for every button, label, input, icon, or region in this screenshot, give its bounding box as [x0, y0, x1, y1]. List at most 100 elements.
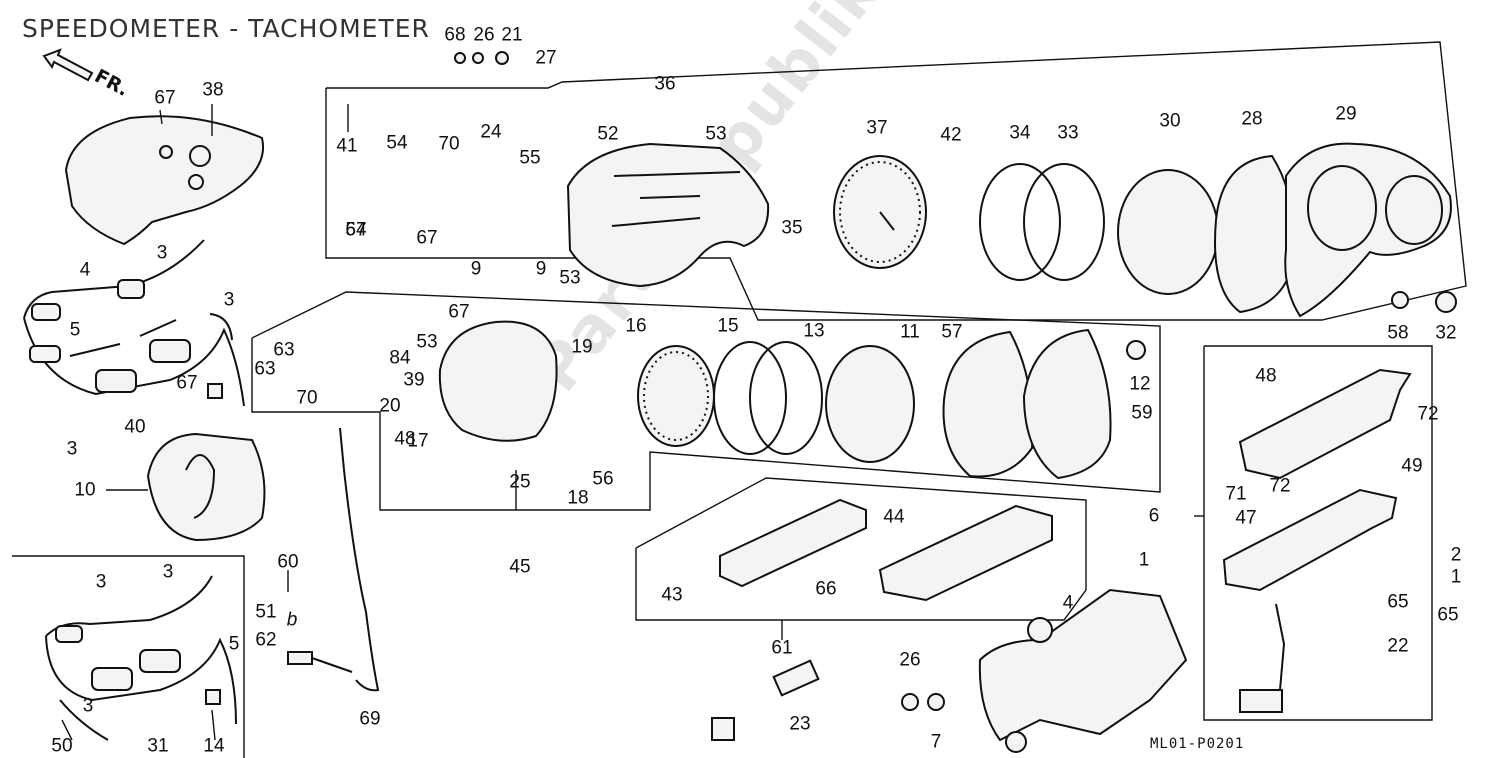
tachometer-case-18 — [146, 432, 266, 542]
part-callout: 24 — [480, 121, 502, 143]
diagram-code: ML01-P0201 — [1150, 736, 1245, 752]
part-callout: 63 — [273, 339, 295, 361]
indicator-cover-45 — [719, 498, 867, 588]
part-callout: 48 — [394, 428, 416, 450]
part-callout: 69 — [359, 708, 381, 730]
part-callout: 62 — [255, 629, 277, 651]
meter-housing-upper — [566, 142, 770, 288]
indicator-base-44 — [878, 504, 1053, 602]
part-callout: 70 — [438, 133, 460, 155]
part-callout: 45 — [509, 556, 531, 578]
part-callout: 9 — [470, 258, 482, 280]
indicator-group-box — [1203, 345, 1433, 721]
part-callout: 16 — [625, 315, 647, 337]
part-callout: 67 — [176, 372, 198, 394]
part-callout: 51 — [255, 601, 277, 623]
ring-11 — [942, 330, 1034, 478]
part-callout: 65 — [1437, 604, 1459, 626]
ring-15 — [749, 341, 823, 455]
part-callout: 47 — [1235, 507, 1257, 529]
part-callout: 60 — [277, 551, 299, 573]
rear-cover-38 — [64, 115, 264, 246]
indicator-panel-48 — [1238, 368, 1412, 480]
part-callout: 19 — [571, 336, 593, 358]
part-callout: 3 — [66, 438, 78, 460]
part-callout: 7 — [930, 731, 942, 753]
part-callout: 52 — [597, 123, 619, 145]
part-callout: 63 — [254, 358, 276, 380]
part-callout: 30 — [1159, 110, 1181, 132]
visor-12 — [1022, 328, 1112, 480]
speedometer-cable — [339, 427, 380, 692]
part-callout: 28 — [1241, 108, 1263, 130]
part-callout: 1 — [1450, 566, 1462, 588]
part-callout: 33 — [1057, 122, 1079, 144]
part-callout: 5 — [69, 319, 81, 341]
part-callout: 25 — [509, 471, 531, 493]
part-callout: 3 — [223, 289, 235, 311]
part-callout: 70 — [296, 387, 318, 409]
lower-group-box — [635, 477, 1087, 621]
part-callout: 53 — [559, 267, 581, 289]
part-callout: 21 — [501, 24, 523, 46]
part-callout: 66 — [815, 578, 837, 600]
part-callout: 32 — [1435, 322, 1457, 344]
part-callout: 3 — [162, 561, 174, 583]
part-callout: 37 — [866, 117, 888, 139]
part-callout: 17 — [407, 430, 429, 452]
part-callout: 54 — [345, 219, 367, 241]
middle-group-box — [251, 291, 1161, 511]
part-callout: 84 — [389, 347, 411, 369]
ring-28 — [1214, 154, 1295, 314]
part-callout: 3 — [82, 695, 94, 717]
part-callout: 12 — [1129, 373, 1151, 395]
part-callout: 22 — [1387, 635, 1409, 657]
part-callout: 41 — [336, 135, 358, 157]
part-callout: 42 — [940, 124, 962, 146]
part-callout: 4 — [79, 259, 91, 281]
part-callout: 43 — [661, 584, 683, 606]
speedo-face-19 — [637, 345, 715, 447]
part-callout: 31 — [147, 735, 169, 757]
part-callout: 20 — [379, 395, 401, 417]
part-callout: 13 — [803, 320, 825, 342]
part-callout: 54 — [386, 132, 408, 154]
part-callout: 4 — [1062, 592, 1074, 614]
front-arrow-icon — [42, 48, 94, 82]
part-callout: 38 — [202, 79, 224, 101]
part-callout: 35 — [781, 217, 803, 239]
part-callout: 67 — [448, 301, 470, 323]
part-callout: 2 — [1450, 544, 1462, 566]
ring-34 — [979, 163, 1061, 281]
part-callout: 61 — [771, 637, 793, 659]
lens-30 — [1117, 169, 1219, 295]
part-callout: 59 — [1131, 402, 1153, 424]
part-callout: 48 — [1255, 365, 1277, 387]
part-callout: 53 — [705, 123, 727, 145]
part-callout: 18 — [567, 487, 589, 509]
part-callout: 44 — [883, 506, 905, 528]
part-callout: 34 — [1009, 122, 1031, 144]
diagram-title: SPEEDOMETER - TACHOMETER — [22, 14, 430, 43]
part-callout: 3 — [156, 242, 168, 264]
part-callout: 29 — [1335, 103, 1357, 125]
part-callout: 39 — [403, 369, 425, 391]
part-callout: 27 — [535, 47, 557, 69]
part-callout: 26 — [473, 24, 495, 46]
part-callout: 5 — [228, 633, 240, 655]
part-callout: 6 — [1148, 505, 1160, 527]
speedo-housing-middle — [438, 320, 558, 442]
ring-16 — [713, 341, 787, 455]
part-callout: 49 — [1401, 455, 1423, 477]
part-callout: 67 — [345, 219, 367, 241]
part-callout: 68 — [444, 24, 466, 46]
part-callout: 67 — [154, 87, 176, 109]
part-callout: 56 — [592, 468, 614, 490]
meter-visor-29 — [1284, 142, 1452, 318]
part-callout: b — [286, 609, 298, 631]
part-callout: 26 — [899, 649, 921, 671]
part-callout: 10 — [74, 479, 96, 501]
ring-33 — [1023, 163, 1105, 281]
